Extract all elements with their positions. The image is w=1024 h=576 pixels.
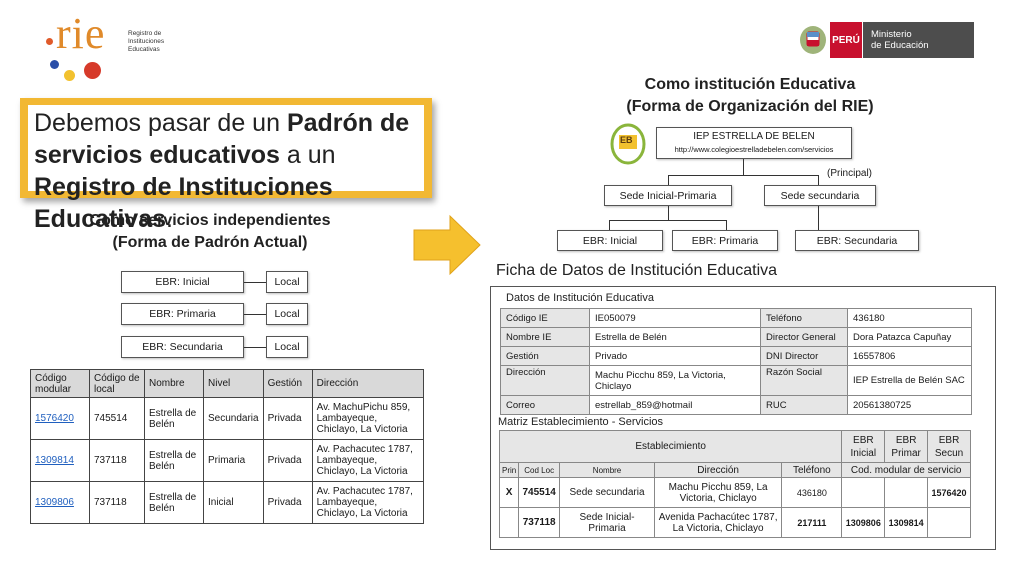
root-name: IEP ESTRELLA DE BELEN xyxy=(693,131,815,142)
ficha-frame xyxy=(490,286,996,550)
col-header: Dirección xyxy=(653,462,783,478)
arrow-right-icon xyxy=(413,214,481,276)
col-header: Cod Loc xyxy=(518,462,561,478)
school-logo-icon xyxy=(610,123,646,165)
country-label: PERÚ xyxy=(832,34,860,46)
coat-of-arms-icon xyxy=(800,26,826,54)
sede-node: Sede secundaria xyxy=(764,185,876,206)
datos-table: Código IE IE050079 Teléfono 436180 Nombr… xyxy=(500,308,972,415)
principal-label: (Principal) xyxy=(827,168,873,179)
logo-word: rie xyxy=(56,9,106,58)
school-logo-text: EB xyxy=(620,135,633,145)
logo-dot-yellow xyxy=(64,70,75,81)
level-node: EBR: Inicial xyxy=(557,230,663,251)
sede-node: Sede Inicial-Primaria xyxy=(604,185,732,206)
level-header: EBR Inicial xyxy=(841,430,886,463)
codigo-modular-link[interactable]: 1576420 xyxy=(35,413,74,424)
col-header: Prin xyxy=(498,462,520,478)
codigo-modular-link[interactable]: 1309806 xyxy=(35,497,74,508)
datos-label: Datos de Institución Educativa xyxy=(506,292,654,304)
table-row: 1309806 737118 Estrella de Belén Inicial… xyxy=(30,481,425,524)
matriz-table: Establecimiento EBR Inicial EBR Primar E… xyxy=(498,430,971,538)
table-row: 1576420 745514 Estrella de Belén Secunda… xyxy=(30,397,425,440)
establecimiento-header: Establecimiento xyxy=(498,430,843,463)
logo-dot-red xyxy=(84,62,101,79)
local-box: Local xyxy=(266,271,308,293)
callout-box: Debemos pasar de un Padrón de servicios … xyxy=(20,98,432,233)
table-row: Gestión Privado DNI Director 16557806 xyxy=(500,346,972,366)
left-title: Como servicios independientes (Forma de … xyxy=(89,212,331,251)
table-row: Dirección Machu Picchu 859, La Victoria,… xyxy=(500,365,972,396)
logo-subtitle-line: Registro de xyxy=(128,30,162,37)
table-row: Correo estrellab_859@hotmail RUC 2056138… xyxy=(500,395,972,415)
table-header: Nivel xyxy=(203,369,264,398)
right-title: Como institución Educativa (Forma de Org… xyxy=(626,76,874,115)
table-row: 1309814 737118 Estrella de Belén Primari… xyxy=(30,439,425,482)
table-header: Código de local xyxy=(89,369,145,398)
table-header: Dirección xyxy=(311,369,425,398)
table-row: Código IE IE050079 Teléfono 436180 xyxy=(500,308,972,328)
root-node: IEP ESTRELLA DE BELEN http://www.colegio… xyxy=(656,127,852,159)
service-box: EBR: Inicial xyxy=(121,271,244,293)
table-row: Nombre IE Estrella de Belén Director Gen… xyxy=(500,327,972,347)
local-box: Local xyxy=(266,303,308,325)
level-header: EBR Primar xyxy=(884,430,929,463)
level-header: EBR Secun xyxy=(927,430,971,463)
logo-subtitle: Registro de Instituciones Educativas xyxy=(128,30,164,54)
logo-subtitle-line: Educativas xyxy=(128,46,160,53)
ficha-title: Ficha de Datos de Institución Educativa xyxy=(496,262,778,279)
logo-dot-orange xyxy=(46,38,53,45)
col-header: Cod. modular de servicio xyxy=(841,462,971,478)
codigo-modular-link[interactable]: 1309814 xyxy=(35,455,74,466)
ministry-logo: PERÚ Ministerio de Educación xyxy=(798,22,974,58)
service-box: EBR: Primaria xyxy=(121,303,244,325)
logo-subtitle-line: Instituciones xyxy=(128,38,165,45)
logo-dot-blue xyxy=(50,60,59,69)
padron-table: Código modular Código de local Nombre Ni… xyxy=(30,369,425,524)
root-url: http://www.colegioestrelladebelen.com/se… xyxy=(674,145,834,154)
table-header: Código modular xyxy=(30,369,90,398)
col-header: Teléfono xyxy=(781,462,843,478)
callout-text: Debemos pasar de un Padrón de servicios … xyxy=(28,105,424,233)
table-header: Gestión xyxy=(262,369,313,398)
level-node: EBR: Secundaria xyxy=(795,230,919,251)
matriz-label: Matriz Establecimiento - Servicios xyxy=(498,416,664,428)
col-header: Nombre xyxy=(559,462,655,478)
rie-logo: rie Registro de Instituciones Educativas xyxy=(38,9,178,84)
table-row: X 745514 Sede secundaria Machu Picchu 85… xyxy=(498,477,971,508)
ministry-name: Ministerio xyxy=(871,29,912,40)
ministry-name: de Educación xyxy=(871,40,929,51)
service-box: EBR: Secundaria xyxy=(121,336,244,358)
table-row: 737118 Sede Inicial-Primaria Avenida Pac… xyxy=(498,507,971,538)
local-box: Local xyxy=(266,336,308,358)
table-header: Nombre xyxy=(144,369,204,398)
level-node: EBR: Primaria xyxy=(672,230,778,251)
